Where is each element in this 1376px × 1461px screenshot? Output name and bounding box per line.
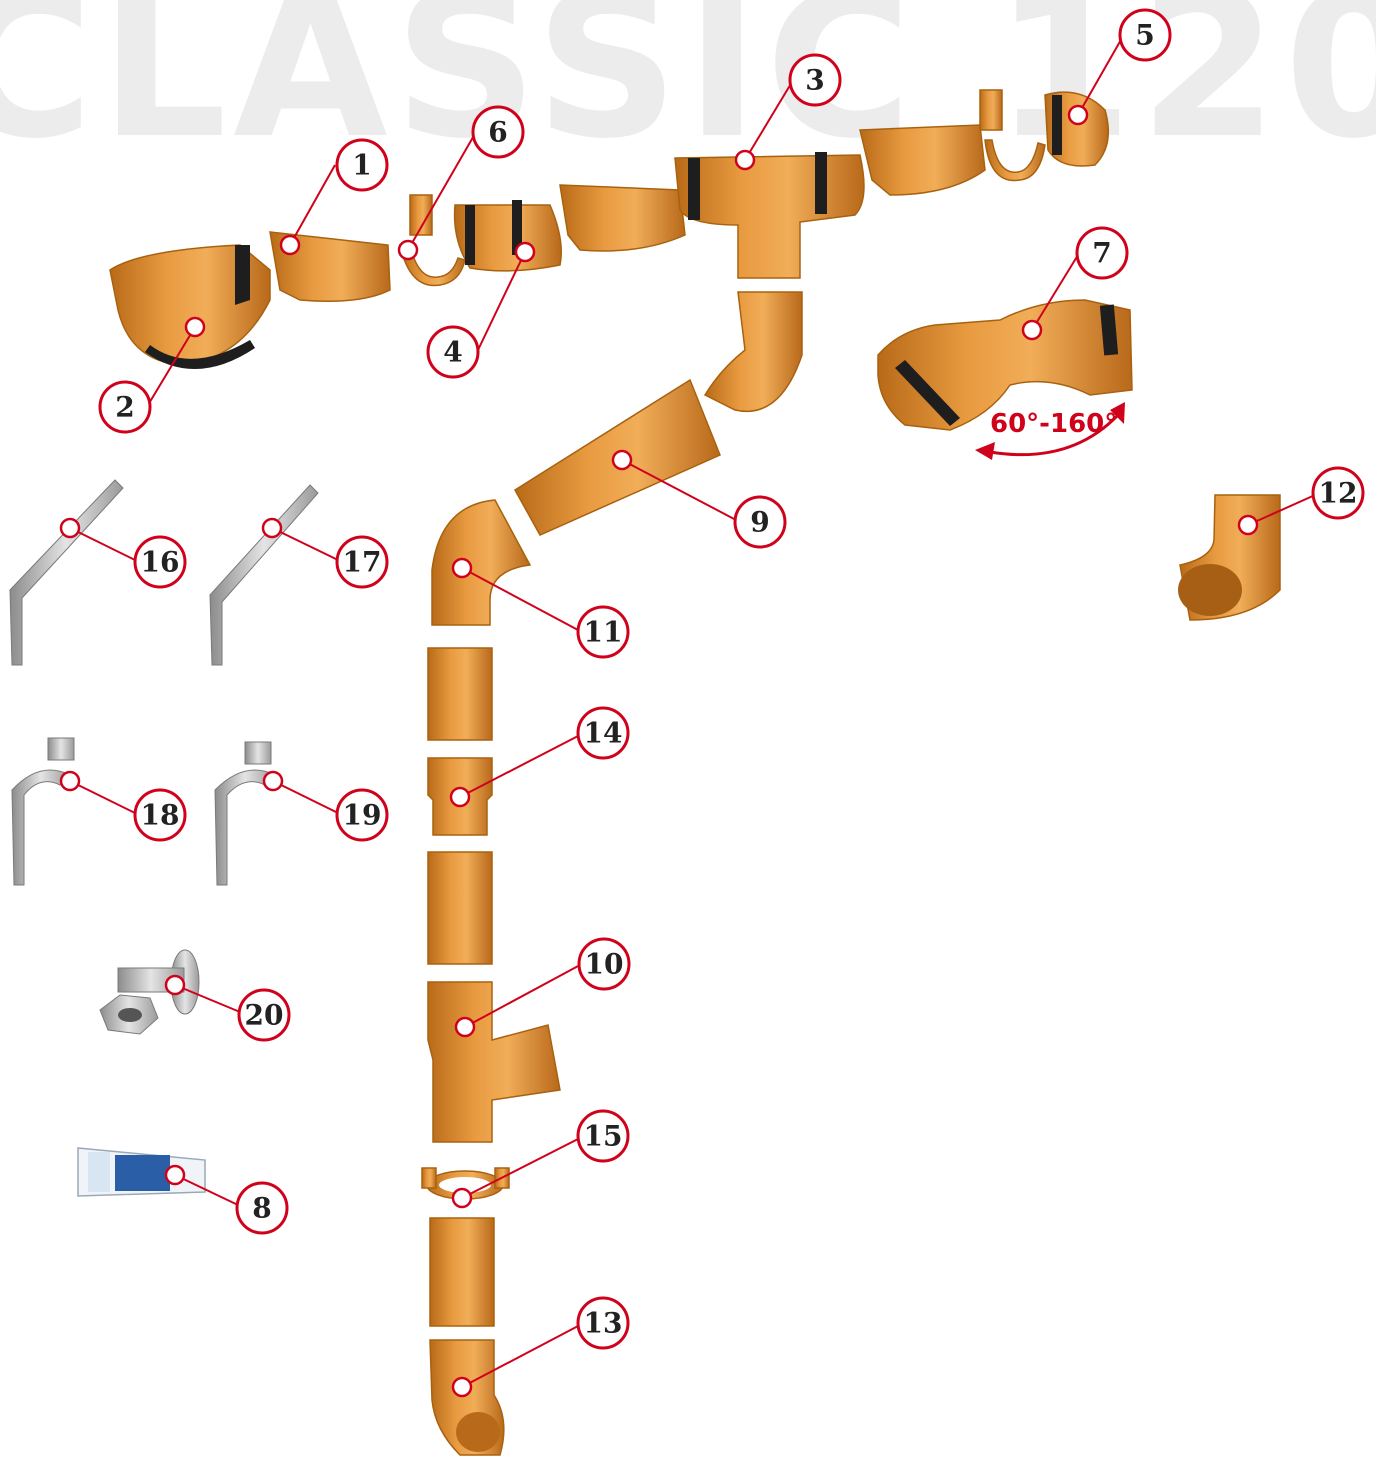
metal-hook-icon [210, 485, 318, 665]
elbow-icon [705, 292, 802, 411]
svg-text:8: 8 [252, 1192, 271, 1225]
elbow-icon [430, 1340, 504, 1455]
svg-text:9: 9 [750, 506, 769, 539]
part-label-20: 20 [239, 990, 289, 1040]
part-label-4: 4 [428, 327, 478, 377]
svg-text:3: 3 [805, 64, 824, 97]
svg-text:13: 13 [584, 1307, 623, 1340]
svg-text:11: 11 [584, 616, 623, 649]
angle-indicator: 60°-160° [975, 402, 1125, 460]
elbow-icon [1178, 495, 1280, 620]
part-label-6: 6 [473, 107, 523, 157]
pipe-icon [428, 852, 492, 964]
svg-text:14: 14 [584, 717, 623, 750]
part-label-16: 16 [135, 537, 185, 587]
elbow-icon [432, 500, 530, 625]
sealant-tube-icon [78, 1148, 205, 1196]
part-label-14: 14 [578, 708, 628, 758]
svg-text:10: 10 [585, 948, 624, 981]
gutter-section-icon [860, 125, 985, 195]
svg-text:15: 15 [584, 1120, 623, 1153]
metal-hook-icon [12, 738, 74, 885]
part-label-3: 3 [790, 55, 840, 105]
part-label-8: 8 [237, 1183, 287, 1233]
gutter-section-icon [560, 185, 685, 251]
svg-text:20: 20 [245, 999, 284, 1032]
part-label-1: 1 [337, 140, 387, 190]
metal-hook-icon [10, 480, 123, 665]
svg-text:19: 19 [343, 799, 382, 832]
svg-text:17: 17 [343, 546, 382, 579]
gutter-connector-icon [455, 200, 562, 271]
part-label-19: 19 [337, 790, 387, 840]
svg-text:12: 12 [1319, 477, 1358, 510]
svg-text:5: 5 [1135, 19, 1154, 52]
svg-text:6: 6 [488, 116, 507, 149]
svg-text:1: 1 [352, 149, 371, 182]
metal-hook-icon [215, 742, 275, 885]
angle-range-label: 60°-160° [990, 409, 1117, 439]
gutter-outlet-icon [675, 152, 864, 278]
svg-text:2: 2 [115, 391, 134, 424]
svg-text:7: 7 [1092, 237, 1111, 270]
part-label-17: 17 [337, 537, 387, 587]
part-label-7: 7 [1077, 228, 1127, 278]
part-label-18: 18 [135, 790, 185, 840]
part-label-13: 13 [578, 1298, 628, 1348]
svg-text:16: 16 [141, 546, 180, 579]
tee-icon [428, 982, 560, 1142]
part-label-10: 10 [579, 939, 629, 989]
bolt-nut-icon [100, 950, 199, 1034]
svg-text:4: 4 [443, 336, 462, 369]
part-label-2: 2 [100, 382, 150, 432]
part-label-11: 11 [578, 607, 628, 657]
downpipe-assembly [422, 292, 802, 1455]
part-label-5: 5 [1120, 10, 1170, 60]
part-label-9: 9 [735, 497, 785, 547]
gutter-end-cap-icon [110, 245, 270, 369]
svg-text:18: 18 [141, 799, 180, 832]
part-label-12: 12 [1313, 468, 1363, 518]
pipe-icon [428, 648, 492, 740]
pipe-icon [430, 1218, 494, 1326]
part-label-15: 15 [578, 1111, 628, 1161]
